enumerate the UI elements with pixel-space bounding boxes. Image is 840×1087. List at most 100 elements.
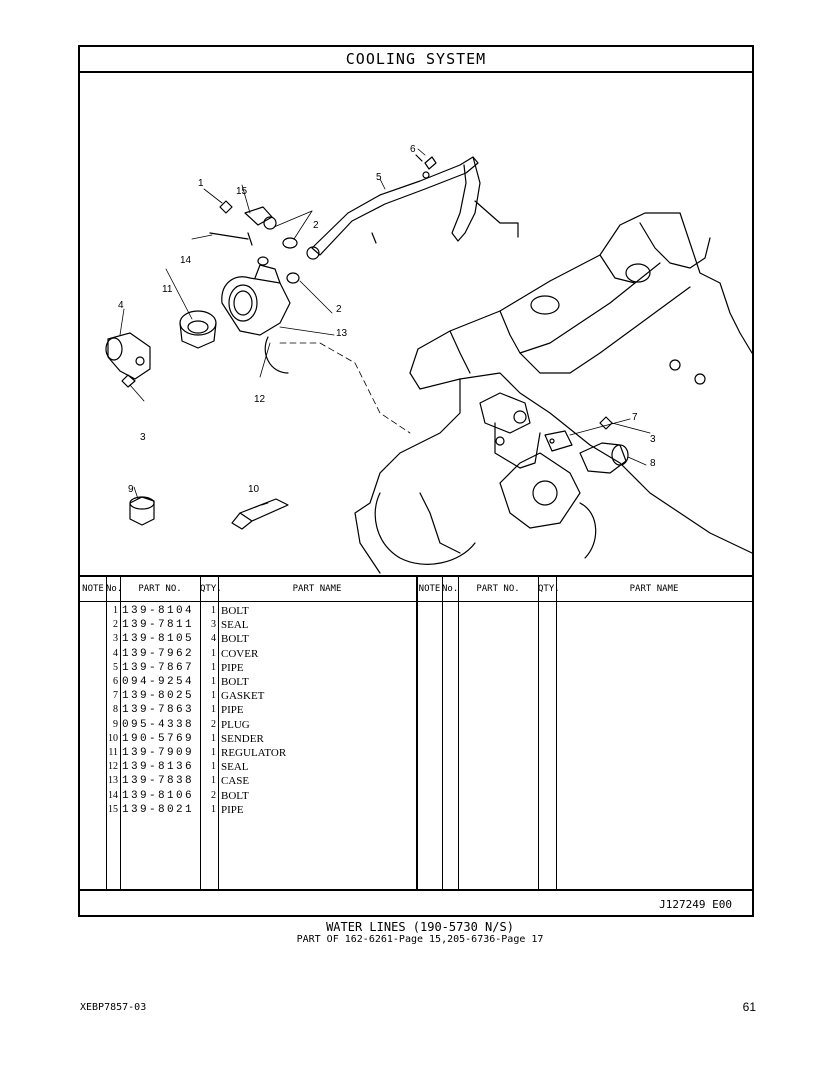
row-part-name: PIPE xyxy=(221,661,244,674)
header-part-no-right: PART NO. xyxy=(476,584,520,594)
row-quantity: 1 xyxy=(211,747,216,758)
row-part-number: 190-5769 xyxy=(122,732,195,745)
row-part-name: SEAL xyxy=(221,761,249,774)
row-part-number: 094-9254 xyxy=(122,676,195,688)
header-underline xyxy=(80,601,752,602)
column-divider xyxy=(120,577,121,889)
column-divider xyxy=(218,577,219,889)
callout-label: 11 xyxy=(162,284,173,295)
illustration-id: J127249 E00 xyxy=(659,898,732,911)
column-divider xyxy=(106,577,107,889)
illustration-footer: J127249 E00 xyxy=(80,889,752,917)
row-part-number: 139-7863 xyxy=(122,704,195,717)
table-row: 15 139-8021 1 PIPE xyxy=(80,803,416,817)
row-number: 14 xyxy=(108,789,118,801)
callout-label: 8 xyxy=(650,458,656,469)
row-part-number: 139-7838 xyxy=(122,775,195,788)
header-no: No. xyxy=(106,584,123,594)
table-center-divider xyxy=(416,577,418,889)
row-quantity: 3 xyxy=(211,619,216,631)
exploded-parts-diagram: 6 5 1 15 2 14 2 11 4 13 12 3 7 3 8 9 10 xyxy=(80,73,752,575)
row-quantity: 1 xyxy=(211,647,216,659)
callout-label: 3 xyxy=(650,434,656,445)
row-number: 5 xyxy=(113,661,118,673)
table-row: 12 139-8136 1 SEAL xyxy=(80,760,416,774)
parts-table: NOTE No. PART NO. QTY. PART NAME NOTE No… xyxy=(80,575,752,889)
row-quantity: 2 xyxy=(211,789,216,801)
row-number: 11 xyxy=(108,747,118,758)
diagram-drawing xyxy=(105,148,752,574)
row-number: 9 xyxy=(113,718,118,730)
column-divider xyxy=(538,577,539,889)
row-number: 10 xyxy=(108,732,118,744)
row-quantity: 1 xyxy=(211,661,216,673)
header-part-name: PART NAME xyxy=(292,584,342,594)
section-title: COOLING SYSTEM xyxy=(80,47,752,73)
row-part-number: 139-7962 xyxy=(122,647,195,660)
row-part-number: 139-8021 xyxy=(122,803,195,816)
row-quantity: 2 xyxy=(211,718,216,730)
column-divider xyxy=(442,577,443,889)
row-quantity: 1 xyxy=(211,732,216,744)
row-part-number: 139-8136 xyxy=(122,761,195,774)
callout-label: 5 xyxy=(376,172,382,183)
table-row: 10 190-5769 1 SENDER xyxy=(80,732,416,746)
column-divider xyxy=(200,577,201,889)
group-subtitle: WATER LINES (190-5730 N/S) xyxy=(326,920,514,934)
row-number: 7 xyxy=(113,690,118,702)
callout-label: 1 xyxy=(198,178,204,189)
publication-number: XEBP7857-03 xyxy=(80,1002,147,1013)
callout-label: 14 xyxy=(180,255,192,266)
row-quantity: 1 xyxy=(211,803,216,815)
row-number: 12 xyxy=(108,761,118,773)
row-number: 15 xyxy=(108,803,118,815)
header-part-no: PART NO. xyxy=(138,584,182,594)
callout-label: 13 xyxy=(336,328,348,339)
row-part-name: REGULATOR xyxy=(221,747,287,759)
row-part-name: PLUG xyxy=(221,718,250,731)
callout-label: 15 xyxy=(236,186,248,197)
row-number: 6 xyxy=(113,676,118,687)
row-part-name: PIPE xyxy=(221,803,244,816)
row-part-name: GASKET xyxy=(221,690,265,703)
callout-label: 10 xyxy=(248,484,260,495)
header-qty-right: QTY. xyxy=(538,584,560,594)
row-quantity: 1 xyxy=(211,775,216,787)
row-part-name: CASE xyxy=(221,775,250,788)
row-quantity: 4 xyxy=(211,633,216,645)
row-number: 1 xyxy=(113,605,118,616)
column-divider xyxy=(556,577,557,889)
callout-label: 2 xyxy=(313,220,319,231)
callout-label: 9 xyxy=(128,484,134,495)
callout-label: 2 xyxy=(336,304,342,315)
page-number: 61 xyxy=(742,1000,756,1014)
row-part-name: SENDER xyxy=(221,732,264,745)
header-qty: QTY. xyxy=(200,584,222,594)
row-number: 8 xyxy=(113,704,118,716)
row-quantity: 1 xyxy=(211,704,216,716)
row-part-number: 139-8104 xyxy=(122,605,195,617)
row-part-name: BOLT xyxy=(221,633,249,646)
header-no-right: No. xyxy=(442,584,459,594)
row-quantity: 1 xyxy=(211,761,216,773)
row-part-number: 139-8025 xyxy=(122,690,195,703)
row-part-number: 139-7909 xyxy=(122,747,195,759)
row-part-name: COVER xyxy=(221,647,259,660)
row-part-number: 139-8106 xyxy=(122,789,195,802)
row-quantity: 1 xyxy=(211,690,216,702)
row-number: 2 xyxy=(113,619,118,631)
row-part-number: 139-7811 xyxy=(122,619,195,632)
callout-label: 12 xyxy=(254,394,266,405)
table-row: 7 139-8025 1 GASKET xyxy=(80,689,416,703)
callout-label: 4 xyxy=(118,300,124,311)
parts-page-frame: COOLING SYSTEM xyxy=(78,45,754,917)
